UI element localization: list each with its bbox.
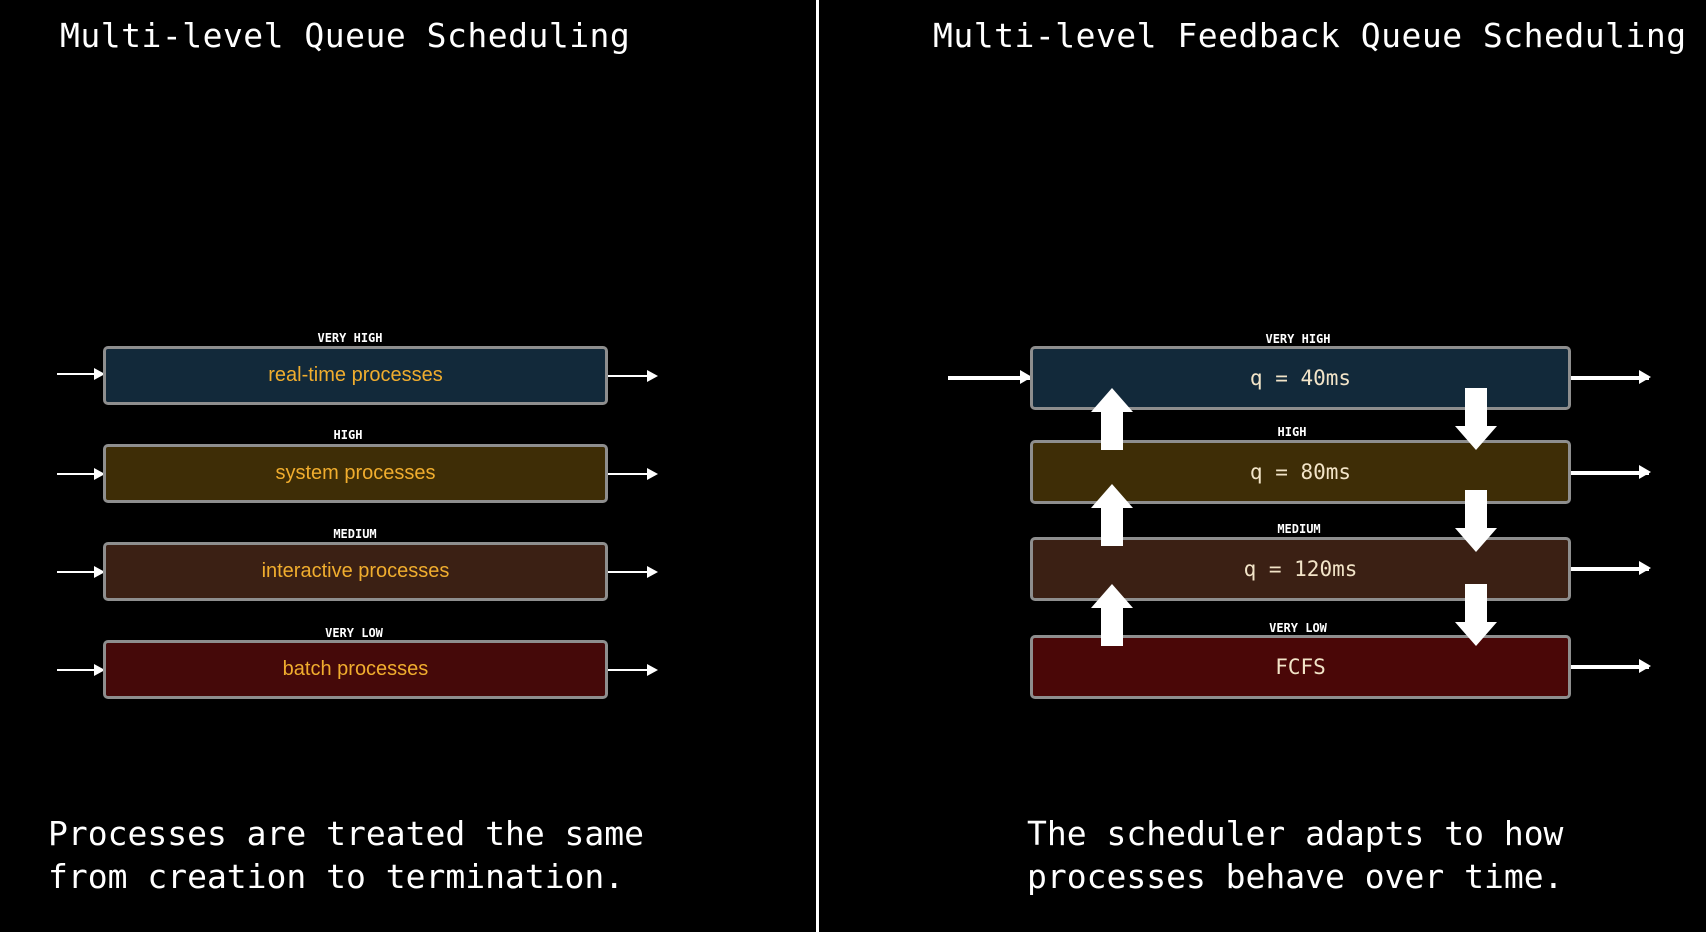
demote-arrow-icon xyxy=(1455,490,1497,552)
demote-arrow-icon xyxy=(1455,584,1497,646)
left-queue-box: interactive processes xyxy=(103,542,608,601)
right-output-arrow xyxy=(1571,561,1651,575)
left-input-arrow xyxy=(57,664,105,676)
left-queue-label: system processes xyxy=(275,462,436,484)
left-output-arrow xyxy=(608,370,658,382)
left-level-label: VERY HIGH xyxy=(317,331,383,345)
promote-arrow-icon xyxy=(1091,388,1133,450)
left-output-arrow xyxy=(608,566,658,578)
left-output-arrow xyxy=(608,664,658,676)
promote-arrow-icon xyxy=(1091,484,1133,546)
right-queue-label: q = 40ms xyxy=(1249,366,1352,390)
right-level-label: VERY LOW xyxy=(1269,621,1327,635)
right-queue-label: q = 120ms xyxy=(1243,557,1358,581)
left-queue-box: batch processes xyxy=(103,640,608,699)
promote-arrow-icon xyxy=(1091,584,1133,646)
left-caption: Processes are treated the same from crea… xyxy=(48,814,645,896)
left-level-label: VERY LOW xyxy=(325,626,383,640)
left-queue-label: batch processes xyxy=(282,658,429,680)
right-output-arrow xyxy=(1571,659,1651,673)
right-level-label: VERY HIGH xyxy=(1265,332,1331,346)
right-queue-label: FCFS xyxy=(1275,655,1326,679)
right-output-arrow xyxy=(1571,370,1651,384)
right-input-arrow xyxy=(948,370,1032,384)
left-level-label: HIGH xyxy=(333,428,363,442)
right-level-label: MEDIUM xyxy=(1277,522,1321,536)
right-queue-box: FCFS xyxy=(1030,635,1571,699)
left-level-label: MEDIUM xyxy=(333,527,377,541)
right-caption: The scheduler adapts to how processes be… xyxy=(1027,814,1564,896)
left-queue-box: real-time processes xyxy=(103,346,608,405)
left-output-arrow xyxy=(608,468,658,480)
left-panel: Multi-level Queue Scheduling VERY HIGH r… xyxy=(0,0,818,932)
left-queue-box: system processes xyxy=(103,444,608,503)
demote-arrow-icon xyxy=(1455,388,1497,450)
left-input-arrow xyxy=(57,468,105,480)
right-panel: Multi-level Feedback Queue Scheduling VE… xyxy=(821,0,1706,932)
right-title: Multi-level Feedback Queue Scheduling xyxy=(933,16,1687,55)
right-output-arrow xyxy=(1571,465,1651,479)
panel-divider xyxy=(816,0,819,932)
left-input-arrow xyxy=(57,368,105,380)
right-queue-label: q = 80ms xyxy=(1249,460,1352,484)
right-level-label: HIGH xyxy=(1277,425,1307,439)
left-queue-label: real-time processes xyxy=(268,364,443,386)
left-input-arrow xyxy=(57,566,105,578)
left-title: Multi-level Queue Scheduling xyxy=(60,16,631,55)
left-queue-label: interactive processes xyxy=(261,560,450,582)
